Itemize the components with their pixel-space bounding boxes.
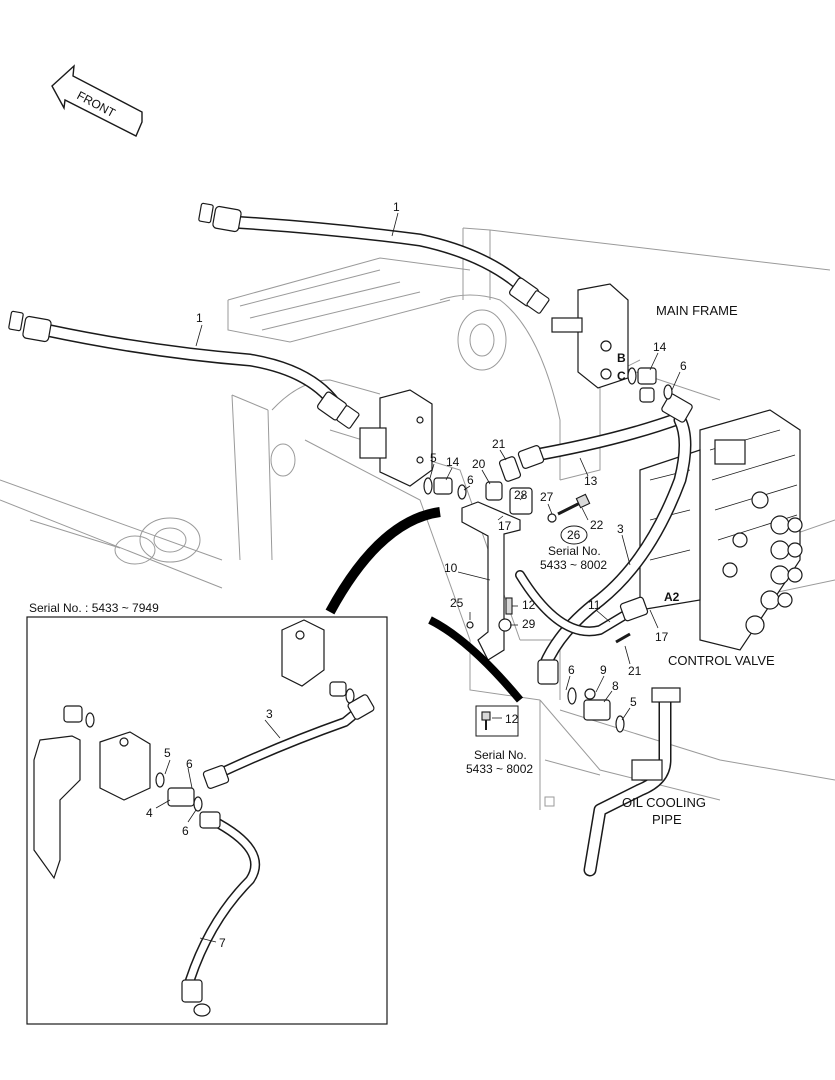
serial-note-12-title: Serial No. xyxy=(474,748,527,762)
inset-part-number-5: 5 xyxy=(164,746,171,760)
part-number-6: 6 xyxy=(467,473,474,487)
part-number-9: 9 xyxy=(600,663,607,677)
serial-note-12-box xyxy=(475,705,519,737)
part-number-5: 5 xyxy=(630,695,637,709)
part-number-10: 10 xyxy=(444,561,458,575)
front-arrow: FRONT xyxy=(51,64,143,137)
serial-note-26-title: Serial No. xyxy=(548,544,601,558)
part-number-1: 1 xyxy=(196,311,203,325)
serial-note-26-range: 5433 ~ 8002 xyxy=(540,558,607,572)
oil-cooling-label-line1: OIL COOLING xyxy=(622,795,706,810)
inset-box: Serial No. : 5433 ~ 7949 xyxy=(26,601,388,1025)
hose-1-upper xyxy=(198,202,550,314)
oil-cooling-pipe xyxy=(583,687,681,877)
part-number-21: 21 xyxy=(492,437,506,451)
hose-13 xyxy=(517,411,687,469)
part-number-5: 5 xyxy=(430,451,437,465)
oil-cooling-label-line2: PIPE xyxy=(652,812,682,827)
part-number-6: 6 xyxy=(680,359,687,373)
mount-bracket xyxy=(359,389,433,487)
hose-1-lower xyxy=(8,310,360,429)
part-number-20: 20 xyxy=(472,457,486,471)
part-number-8: 8 xyxy=(612,679,619,693)
inset-part-number-4: 4 xyxy=(146,806,153,820)
part-number-28: 28 xyxy=(514,488,528,502)
part-number-1: 1 xyxy=(393,200,400,214)
port-b-label: B xyxy=(617,351,626,365)
main-frame-label: MAIN FRAME xyxy=(656,303,738,318)
part-number-11: 11 xyxy=(588,598,601,612)
part-number-6: 6 xyxy=(568,663,575,677)
inset-part-number-3: 3 xyxy=(266,707,273,721)
part-number-12: 12 xyxy=(505,712,519,726)
inset-part-number-6: 6 xyxy=(186,757,193,771)
serial-note-26 xyxy=(560,525,588,545)
main-frame-structure xyxy=(0,227,835,810)
fittings-8-9 xyxy=(567,632,631,733)
leader-lines xyxy=(155,212,681,943)
part-number-3: 3 xyxy=(617,522,624,536)
part-number-22: 22 xyxy=(590,518,604,532)
control-valve xyxy=(639,409,803,651)
part-number-13: 13 xyxy=(584,474,598,488)
part-number-12: 12 xyxy=(522,598,536,612)
part-number-21: 21 xyxy=(628,664,642,678)
fittings-bc xyxy=(627,367,673,403)
fittings-20-21 xyxy=(485,456,522,501)
port-a2-label: A2 xyxy=(664,590,680,604)
fittings-left xyxy=(423,477,467,500)
part-number-14: 14 xyxy=(653,340,667,354)
part-number-17: 17 xyxy=(498,519,512,533)
part-number-26: 26 xyxy=(567,528,581,542)
bolt-22 xyxy=(547,493,591,523)
serial-note-12-range: 5433 ~ 8002 xyxy=(466,762,533,776)
inset-serial-note: Serial No. : 5433 ~ 7949 xyxy=(29,601,159,615)
part-number-17: 17 xyxy=(655,630,669,644)
hose-11 xyxy=(515,570,649,637)
inset-part-number-7: 7 xyxy=(219,936,226,950)
port-c-label: C xyxy=(617,369,626,383)
part-number-29: 29 xyxy=(522,617,536,631)
part-number-25: 25 xyxy=(450,596,464,610)
control-valve-label: CONTROL VALVE xyxy=(668,653,775,668)
part-number-labels: 1 1 14 6 5 14 6 21 20 13 28 27 22 3 17 2… xyxy=(146,200,687,950)
part-number-27: 27 xyxy=(540,490,554,504)
relief-valve-block xyxy=(551,283,629,389)
part-number-14: 14 xyxy=(446,455,460,469)
inset-part-number-6: 6 xyxy=(182,824,189,838)
bracket-10 xyxy=(461,487,533,661)
callout-labels: MAIN FRAME CONTROL VALVE OIL COOLING PIP… xyxy=(466,303,775,827)
zoom-indicator-arrows xyxy=(325,507,524,703)
